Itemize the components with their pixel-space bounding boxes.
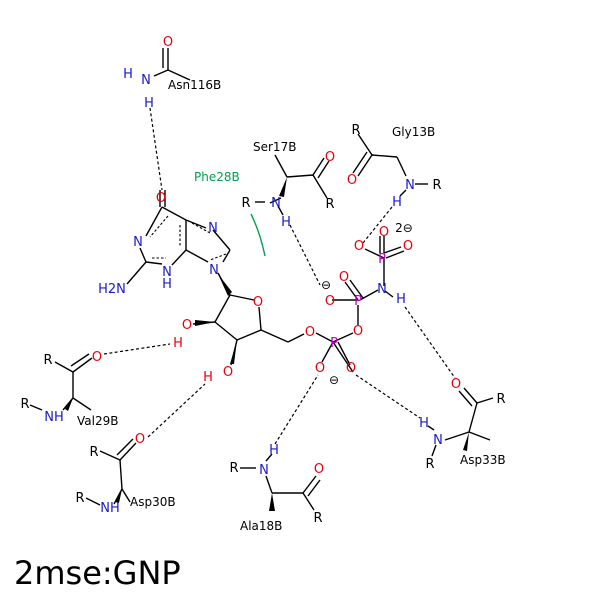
atom-o5-ribose: O bbox=[305, 325, 315, 340]
atom-n1: N bbox=[133, 235, 143, 250]
hbond-val29b bbox=[103, 343, 171, 355]
atom-o-beta-1: O bbox=[325, 294, 335, 309]
atom-o3-ribose: O bbox=[223, 365, 233, 380]
atom-r-gly13b-2: R bbox=[432, 178, 441, 193]
atom-n9: N bbox=[209, 263, 219, 278]
atom-r-val29b-1: R bbox=[43, 353, 52, 368]
atom-p-gamma: P bbox=[378, 252, 386, 267]
charge-o-alpha: ⊖ bbox=[329, 373, 339, 387]
atom-r-asp30b-2: R bbox=[75, 491, 84, 506]
atom-n-asp33b: N bbox=[433, 433, 443, 448]
hbond-ser17b bbox=[289, 224, 321, 286]
atom-p-beta: P bbox=[354, 294, 362, 309]
residue-label-asp33b: Asp33B bbox=[460, 453, 506, 467]
atom-r-asp33b-1: R bbox=[496, 392, 505, 407]
atom-o6: O bbox=[156, 191, 166, 206]
wedge-val29b bbox=[65, 398, 73, 411]
atom-n7: N bbox=[208, 221, 218, 236]
residue-label-asp30b: Asp30B bbox=[130, 495, 176, 509]
charge-o-beta: ⊖ bbox=[321, 278, 331, 292]
hbond-asp33b-n bbox=[355, 374, 421, 419]
atom-r-asp30b-1: R bbox=[89, 445, 98, 460]
hbond-ala18b bbox=[274, 374, 319, 445]
atom-r-gly13b-1: R bbox=[351, 123, 360, 138]
residue-label-phe28b: Phe28B bbox=[194, 170, 240, 184]
hbond-gly13b bbox=[362, 206, 393, 244]
wedge-c2-o bbox=[195, 320, 215, 326]
atom-r-ala18b-1: R bbox=[229, 461, 238, 476]
atom-h-ser17b: H bbox=[281, 215, 291, 230]
atom-o-gamma-3: O bbox=[403, 239, 413, 254]
residue-label-gly13b: Gly13B bbox=[392, 125, 435, 139]
atom-o-alpha-2: O bbox=[346, 361, 356, 376]
atom-n-asn116b: N bbox=[141, 73, 151, 88]
atom-h-asn116b-1: H bbox=[123, 67, 133, 82]
charge-gamma: 2⊖ bbox=[395, 221, 413, 235]
atom-o-gly13b: O bbox=[347, 173, 357, 188]
bond-lines bbox=[29, 48, 494, 511]
residue-label-ala18b: Ala18B bbox=[240, 519, 282, 533]
atom-o-bridge-ab: O bbox=[353, 324, 363, 339]
atom-o-ser17b: O bbox=[325, 150, 335, 165]
atom-n-gly13b: N bbox=[405, 178, 415, 193]
wedge-ser17b bbox=[279, 177, 287, 197]
atom-h-gly13b: H bbox=[392, 195, 402, 210]
atom-h-n3: H bbox=[162, 277, 172, 292]
atom-r-ala18b-2: R bbox=[313, 511, 322, 526]
atom-h-asp33b: H bbox=[419, 416, 429, 431]
residue-label-asn116b: Asn116B bbox=[168, 78, 221, 92]
wedge-asp30b bbox=[115, 489, 122, 503]
residue-label-ser17b: Ser17B bbox=[253, 140, 296, 154]
wedge-c3-o bbox=[230, 340, 237, 364]
atom-o-asp33b: O bbox=[451, 377, 461, 392]
atom-nh-asp30b: NH bbox=[100, 501, 120, 516]
residue-labels: Asn116B Ser17B Gly13B Phe28B Val29B Asp3… bbox=[77, 78, 506, 533]
hydrophobic-contact-phe28b bbox=[250, 213, 266, 257]
atom-o-ala18b: O bbox=[314, 462, 324, 477]
hydrogen-bonds bbox=[103, 107, 456, 445]
wedge-n9-c1 bbox=[218, 274, 232, 296]
atom-o-gamma-1: O bbox=[354, 239, 364, 254]
atom-r-val29b-2: R bbox=[20, 397, 29, 412]
atom-o2-ribose: O bbox=[182, 318, 192, 333]
atom-h-ala18b: H bbox=[269, 443, 279, 458]
atom-r-ser17b-2: R bbox=[241, 196, 250, 211]
atom-h-asn116b-2: H bbox=[144, 96, 154, 111]
atom-o-gamma-2: O bbox=[379, 225, 389, 240]
atom-h-o3: H bbox=[203, 370, 213, 385]
wedge-ala18b bbox=[269, 493, 275, 511]
hbond-asp30b bbox=[147, 383, 206, 438]
hbond-asn116b bbox=[149, 107, 163, 191]
atom-h-n-bridge: H bbox=[396, 292, 406, 307]
hbond-asp33b-o bbox=[404, 306, 456, 379]
atom-n-ser17b: N bbox=[271, 196, 281, 211]
atom-o-beta-2: O bbox=[339, 270, 349, 285]
atom-h2n: H2N bbox=[98, 282, 126, 297]
atom-o-asp30b: O bbox=[135, 432, 145, 447]
residue-label-val29b: Val29B bbox=[77, 414, 118, 428]
diagram-title: 2mse:GNP bbox=[14, 554, 181, 592]
atom-h-o2: H bbox=[173, 336, 183, 351]
atom-o-val29b: O bbox=[92, 350, 102, 365]
atom-o-asn116b: O bbox=[163, 35, 173, 50]
wedge-asp33b bbox=[463, 432, 469, 451]
aromatic-bonds bbox=[149, 215, 227, 261]
atom-labels: O H N H O R R N H R O N R H O N N N N H … bbox=[20, 35, 505, 526]
atom-n-ala18b: N bbox=[259, 463, 269, 478]
atom-o4-ribose: O bbox=[253, 295, 263, 310]
wedge-bonds bbox=[65, 177, 469, 511]
atom-r-asp33b-2: R bbox=[425, 457, 434, 472]
atom-p-alpha: P bbox=[330, 336, 338, 351]
atom-n3: N bbox=[162, 265, 172, 280]
atom-n-bridge: N bbox=[377, 282, 387, 297]
atom-o-alpha-1: O bbox=[315, 361, 325, 376]
atom-nh-val29b: NH bbox=[44, 410, 64, 425]
atom-r-ser17b-1: R bbox=[325, 197, 334, 212]
